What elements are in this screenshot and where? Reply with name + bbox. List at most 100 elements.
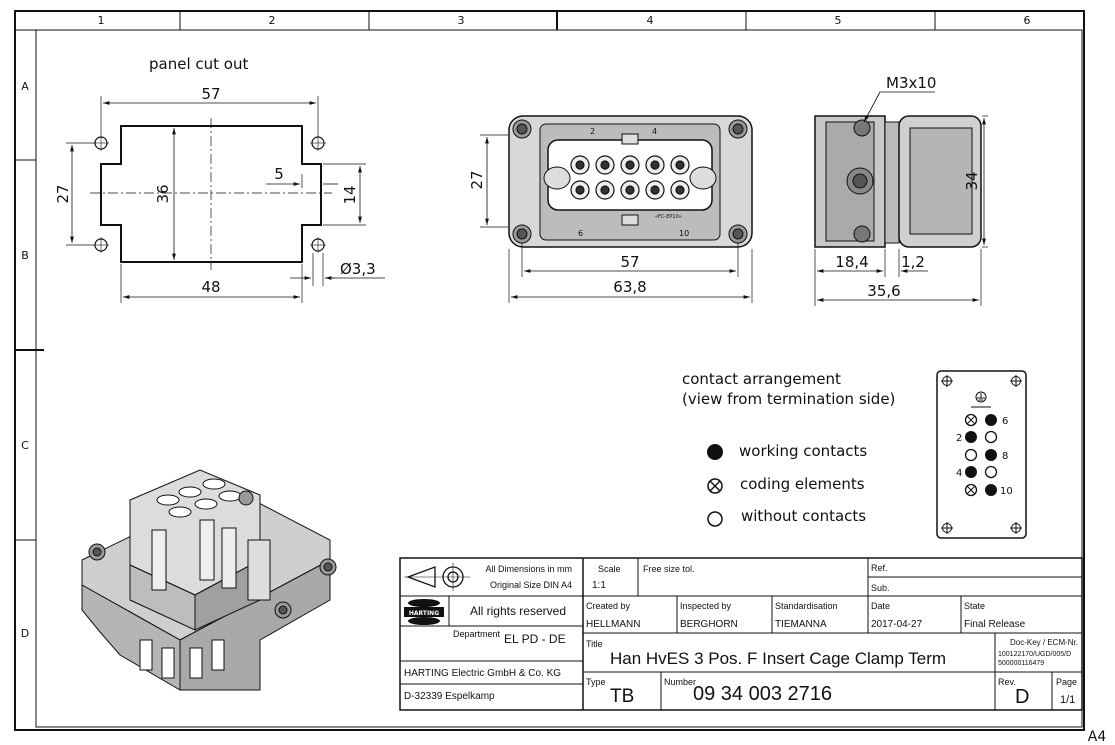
created-label: Created by [586,601,631,611]
date-label: Date [871,601,890,611]
sub-label: Sub. [871,583,890,593]
dim-cutout-27: 27 [54,184,72,203]
part-number: 09 34 003 2716 [693,683,832,705]
rev-value: D [1015,686,1029,708]
grid-col-2: 2 [269,14,276,27]
position-label-4: 4 [956,468,962,479]
dims-note-size: Original Size DIN A4 [490,580,572,590]
position-label-10: 10 [1000,486,1013,497]
dim-side-screw: M3x10 [886,74,936,92]
grid-row-labels: A B C D [21,80,29,640]
corner-screw [512,119,748,244]
scale-value: 1:1 [592,580,606,591]
title-label: Title [586,639,603,649]
type-label: Type [586,677,606,687]
dim-cutout-hole: Ø3,3 [340,260,376,278]
inspected-label: Inspected by [680,601,732,611]
mounting-hole [93,135,326,253]
contact-arrangement-subtitle: (view from termination side) [682,390,895,408]
crossed-circle-icon [707,478,723,494]
sheet-frame [14,10,1085,731]
drawing-title: Han HvES 3 Pos. F Insert Cage Clamp Term [610,649,946,668]
dim-cutout-48: 48 [201,278,220,296]
inspected-value: BERGHORN [680,619,738,630]
dockey-line-2: 500000116479 [998,660,1044,667]
contact-position-empty [984,430,998,444]
position-label-2: 2 [956,433,962,444]
contact-arrangement-title: contact arrangement [682,370,841,388]
grid-col-4: 4 [647,14,654,27]
front-marking-small: «FC-EP10» [655,214,682,220]
corner-hole [941,375,1022,534]
legend-label: without contacts [741,507,866,525]
company-name: HARTING Electric GmbH & Co. KG [404,668,561,679]
product-isometric-view [81,469,337,691]
filled-circle-icon [707,444,723,460]
front-marking-10: 10 [679,229,689,238]
dim-front-57: 57 [620,253,639,271]
scale-label: Scale [598,564,621,574]
logo-text: HARTING [409,610,439,617]
legend-coding-elements: coding elements [707,475,865,494]
projection-symbol-icon [404,563,470,591]
contact-position-empty [984,465,998,479]
contact-position-coding [964,483,978,497]
dockey-line-1: 100122170/UGD/005/D [998,651,1071,658]
grid-row-d: D [21,627,29,640]
standardisation-label: Standardisation [775,601,838,611]
panel-cutout-title: panel cut out [149,55,248,73]
grid-col-6: 6 [1024,14,1031,27]
page-label: Page [1056,677,1077,687]
legend-label: coding elements [740,475,865,493]
dim-cutout-14: 14 [341,185,359,204]
contact-position-working [965,466,977,478]
grid-col-1: 1 [98,14,105,27]
department-value: EL PD - DE [504,632,566,646]
company-address: D-32339 Espelkamp [404,691,495,702]
dim-side-35-6: 35,6 [867,282,900,300]
tolerance-label: Free size tol. [643,564,695,574]
contact-position-working [965,431,977,443]
date-value: 2017-04-27 [871,619,923,630]
legend-working-contacts: working contacts [707,442,867,460]
type-value: TB [610,686,634,707]
legend-label: working contacts [739,442,867,460]
front-marking-6: 6 [578,229,583,238]
number-label: Number [664,677,696,687]
position-label-8: 8 [1002,451,1008,462]
ref-label: Ref. [871,563,888,573]
dim-side-34: 34 [963,171,981,190]
rights-text: All rights reserved [470,604,566,618]
contact-cavities [570,155,690,200]
contact-position-working [985,414,997,426]
side-view: M3x10 34 18,4 1,2 35,6 [814,74,988,306]
standardisation-value: TIEMANNA [775,619,827,630]
sheet-size-label: A4 [1088,729,1107,745]
rev-label: Rev. [998,677,1016,687]
dim-side-1-2: 1,2 [901,253,925,271]
harting-logo: HARTING [404,599,444,625]
empty-circle-icon [707,511,723,527]
grid-row-b: B [21,249,29,262]
dim-front-63-8: 63,8 [613,278,646,296]
contact-position-empty [964,448,978,462]
grid-row-c: C [21,439,29,452]
contact-arrangement: contact arrangement (view from terminati… [682,370,1027,539]
grid-col-3: 3 [458,14,465,27]
grid-row-a: A [21,80,29,93]
front-marking-4: 4 [652,127,657,136]
legend-without-contacts: without contacts [707,507,866,527]
dims-note-mm: All Dimensions in mm [485,564,572,574]
front-view: 2 4 6 10 «FC-EP10» 27 57 63,8 [468,115,753,303]
panel-cutout-view: panel cut out 57 27 36 5 [54,55,385,303]
dim-cutout-5: 5 [274,165,284,183]
contact-position-working [985,484,997,496]
title-block: All Dimensions in mm Original Size DIN A… [399,557,1083,711]
contact-position-coding [964,413,978,427]
dim-cutout-57: 57 [201,85,220,103]
ground-icon [971,391,991,408]
grid-column-labels: 1 2 3 4 5 6 [98,14,1031,27]
created-value: HELLMANN [586,619,640,630]
position-label-6: 6 [1002,416,1008,427]
